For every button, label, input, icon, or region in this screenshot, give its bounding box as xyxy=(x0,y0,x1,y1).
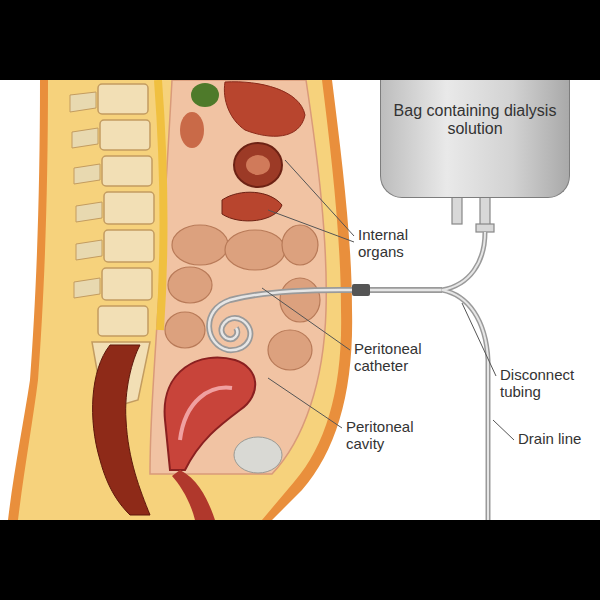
vagina xyxy=(172,470,215,520)
bag-ports xyxy=(452,196,494,232)
callout-label: Drain line xyxy=(518,430,588,447)
rectum xyxy=(93,345,150,515)
callout-label: Peritoneal cavity xyxy=(346,418,430,453)
gallbladder xyxy=(191,83,219,107)
spinal-cord xyxy=(158,80,164,330)
background xyxy=(0,80,600,520)
tubing-highlight xyxy=(442,232,488,520)
connector xyxy=(352,284,370,296)
intestine-lumen xyxy=(246,155,270,175)
kidney xyxy=(180,112,204,148)
bag-label: Bag containing dialysis solution xyxy=(393,102,557,139)
dialysis-bag: Bag containing dialysis solution xyxy=(380,80,570,198)
stomach xyxy=(224,82,305,136)
skin xyxy=(8,80,352,520)
fat-layer xyxy=(18,80,341,520)
callout-label: Disconnect tubing xyxy=(500,366,596,401)
spinous-processes xyxy=(70,92,102,298)
disconnect-tubing-and-drain-line xyxy=(442,232,488,520)
leader-lines xyxy=(262,160,514,440)
pancreas xyxy=(222,192,282,221)
bottom-bar xyxy=(0,520,600,600)
callout-label: Peritoneal catheter xyxy=(354,340,438,375)
intestine-loop xyxy=(234,143,282,187)
uterus-cavity xyxy=(180,388,232,440)
top-bar xyxy=(0,0,600,80)
bladder xyxy=(234,437,282,473)
callout-label: Internal organs xyxy=(358,226,430,261)
peritoneal-cavity-region xyxy=(150,80,326,474)
